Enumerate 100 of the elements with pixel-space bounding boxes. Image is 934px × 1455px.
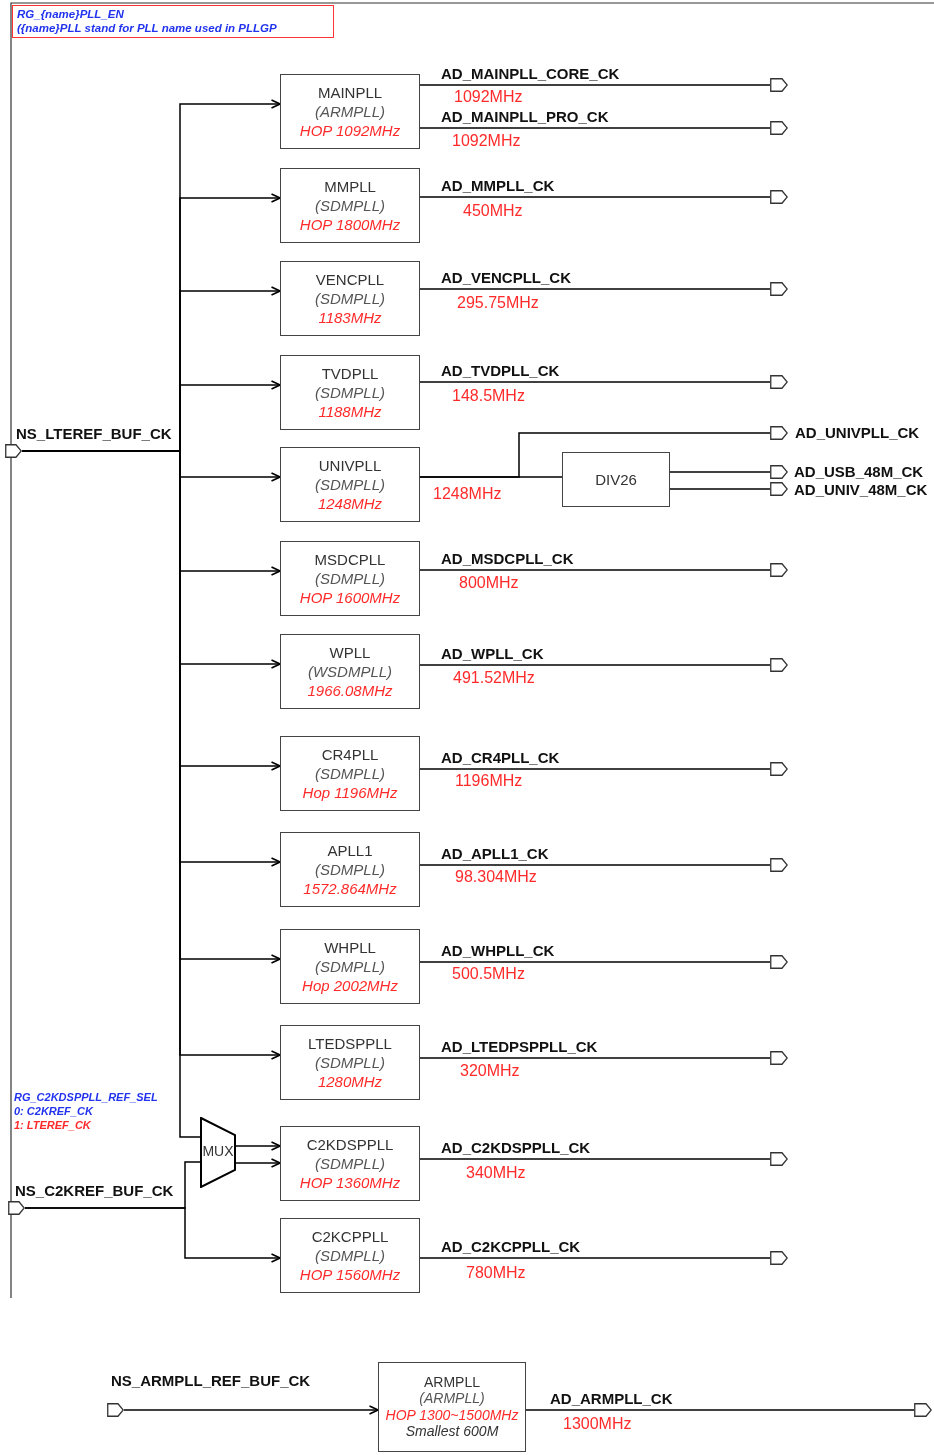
pll-block [280,634,420,709]
port-symbol [770,282,788,296]
frequency-text: 1188MHz [318,402,382,421]
block-name: VENCPLL [315,270,385,289]
note-text: RG_{name}PLL_EN [17,7,125,21]
port-symbol [770,375,788,389]
register-note: 0: C2KREF_CK [14,1105,93,1118]
arrow [24,1207,281,1263]
note-text: Smallest 600M [405,1423,499,1441]
mux-label: MUX [201,1143,235,1159]
pll-block [378,1362,526,1452]
block-type: (SDMPLL) [315,289,385,308]
block-type: (SDMPLL) [315,383,385,402]
port-symbol [5,444,22,458]
block-name: MAINPLL [317,83,383,102]
port-symbol [770,563,788,577]
port-symbol [770,465,788,479]
block-name: DIV26 [595,470,637,489]
block-name: C2KCPPLL [311,1227,389,1246]
pll-block [280,832,420,907]
block-name: WHPLL [324,938,376,957]
block-type: (SDMPLL) [315,1246,385,1265]
connector-line [419,1158,771,1160]
block-name: WPLL [329,643,371,662]
port-symbol [914,1403,932,1417]
block-name: MMPLL [324,177,376,196]
connector-line [419,768,771,770]
connector-line [419,127,771,129]
connector-line [419,1057,771,1059]
pll-block [280,168,420,243]
connector-line [419,381,771,383]
block-type: (SDMPLL) [315,1053,385,1072]
pll-block [562,452,670,507]
connector-line [419,476,563,478]
block-name: TVDPLL [321,364,379,383]
block-type: (ARMPLL) [419,1390,485,1407]
signal-name: NS_LTEREF_BUF_CK [15,425,173,442]
port-symbol [107,1403,124,1417]
multiplexer-symbol [200,1117,236,1188]
signal-name: AD_UNIV_48M_CK [793,481,929,498]
port-symbol [770,121,788,135]
block-name: ARMPLL [424,1373,480,1391]
frequency-text: Hop 2002MHz [302,976,398,995]
arrow [235,1158,281,1168]
register-note: RG_C2KDSPPLL_REF_SEL [14,1091,158,1104]
port-symbol [770,190,788,204]
connector-line [419,84,771,86]
pll-block [280,736,420,811]
frequency-text: Hop 1196MHz [302,783,398,802]
pll-block [280,1126,420,1201]
register-note: 1: LTEREF_CK [14,1119,91,1132]
pll-block [280,1218,420,1293]
connector-line [419,1257,771,1259]
port-symbol [770,426,788,440]
signal-name: NS_ARMPLL_REF_BUF_CK [110,1372,312,1389]
block-type: (SDMPLL) [315,957,385,976]
port-symbol [770,78,788,92]
port-symbol [770,955,788,969]
frequency-text: 1280MHz [317,1072,383,1091]
arrow [123,1405,379,1415]
pll-block [280,261,420,336]
port-symbol [770,658,788,672]
block-type: (SDMPLL) [315,764,385,783]
port-symbol [8,1201,25,1215]
block-name: CR4PLL [321,745,379,764]
block-name: UNIVPLL [318,456,382,475]
block-type: (SDMPLL) [315,569,385,588]
port-symbol [770,1051,788,1065]
frequency-text: HOP 1800MHz [299,215,401,234]
block-type: (SDMPLL) [315,1154,385,1173]
connector-line [525,1409,915,1411]
block-type: (SDMPLL) [315,196,385,215]
frequency-text: 1966.08MHz [307,681,393,700]
port-symbol [770,858,788,872]
connector-line [419,864,771,866]
note-text: ({name}PLL stand for PLL name used in PLLGP [17,21,278,35]
signal-name: AD_UNIVPLL_CK [794,424,921,441]
connector-line [669,471,771,473]
signal-name: NS_C2KREF_BUF_CK [14,1182,175,1199]
pll-block [280,541,420,616]
pll-block [280,355,420,430]
pll-block [280,929,420,1004]
block-type: (WSDMPLL) [307,662,393,681]
connector-line [419,569,771,571]
block-type: (SDMPLL) [315,860,385,879]
connector-line [419,288,771,290]
port-symbol [770,1251,788,1265]
frequency-text: HOP 1092MHz [299,121,401,140]
block-type: (SDMPLL) [315,475,385,494]
note-box [12,5,334,38]
connector-line [419,664,771,666]
pll-block [280,74,420,149]
arrow [235,1141,281,1151]
frequency-text: HOP 1600MHz [299,588,401,607]
frequency-text: 1248MHz [317,494,383,513]
block-name: MSDCPLL [314,550,386,569]
connector-line [419,196,771,198]
connector-line [669,488,771,490]
frequency-text: HOP 1300~1500MHz [385,1406,519,1424]
port-symbol [770,762,788,776]
